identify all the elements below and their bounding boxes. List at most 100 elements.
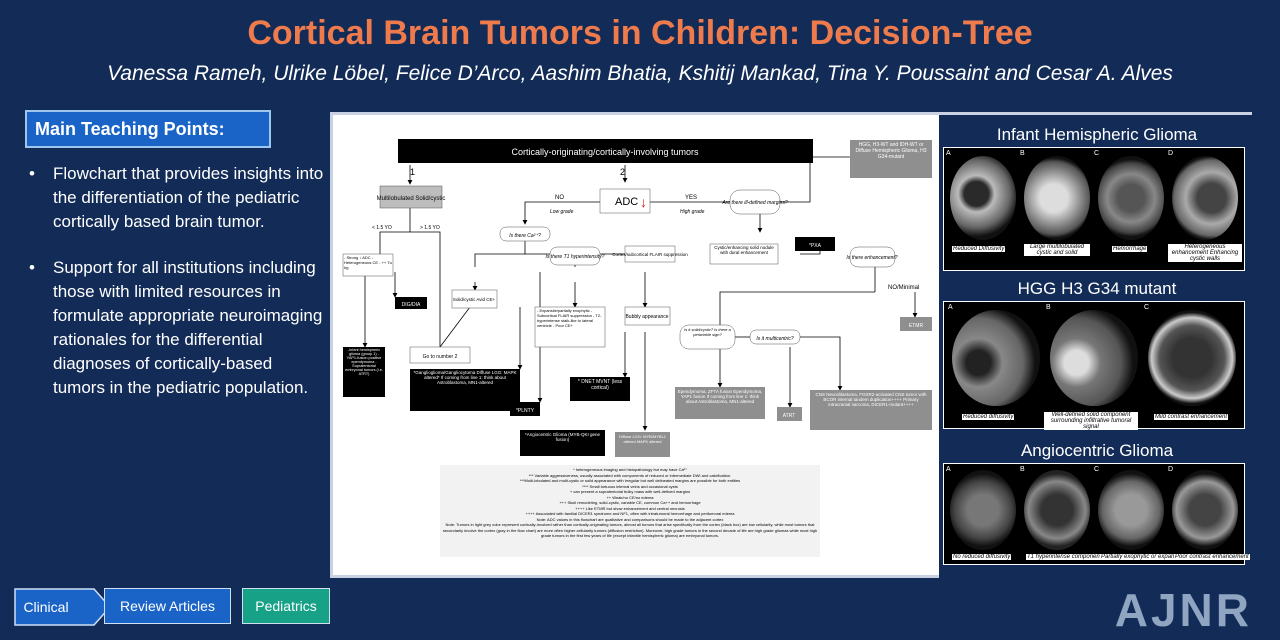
flow-pxa: *PXA xyxy=(809,243,822,249)
image-caption: No reduced diffusivity xyxy=(952,554,1012,560)
flow-no-minimal: NO/Minimal xyxy=(888,285,919,291)
scan-image xyxy=(1098,156,1164,240)
tag-pediatrics[interactable]: Pediatrics xyxy=(242,588,330,624)
scan-image xyxy=(1024,470,1090,550)
panel-letter: A xyxy=(946,150,951,157)
flow-top: Cortically-originating/cortically-involv… xyxy=(511,147,699,157)
flowchart: Cortically-originating/cortically-involv… xyxy=(340,132,937,562)
footnote: ^ heterogeneous imaging and histopatholo… xyxy=(572,467,688,472)
figure-panel: Cortically-originating/cortically-involv… xyxy=(330,112,1255,581)
flow-ganglio: *Ganglioglioma/Gangliocytoma Diffuse LGG… xyxy=(413,370,517,385)
flow-bubbly: Bubbly appearance xyxy=(625,314,668,320)
flow-cortex: Cortex/subcortical FLAIR suppression xyxy=(612,252,688,257)
hgg-strip: A B C Reduced diffusivity Well-defined s… xyxy=(943,301,1245,430)
footnote: +++ Skull remodeling, solid-cystic, vari… xyxy=(559,500,701,505)
image-caption: Hemorrhage xyxy=(1112,246,1148,252)
scan-image xyxy=(1024,156,1090,240)
flow-ependymoma: Ependymoma, ZFTA fusion Ependymoma, YAP1… xyxy=(677,389,763,404)
infant-strip: A B C D Reduced Diffusivity Large multil… xyxy=(943,147,1245,271)
infant-title: Infant Hemispheric Glioma xyxy=(996,125,1198,144)
flow-atrt: ATRT xyxy=(783,413,796,419)
panel-letter: D xyxy=(1168,466,1174,473)
flow-yes: YES xyxy=(685,195,697,201)
flow-low-grade: Low grade xyxy=(550,209,574,215)
image-caption: Heterogeneous enhancement Enhancing cyst… xyxy=(1168,244,1242,262)
scan-image xyxy=(1050,310,1138,406)
flow-hgg-box: HGG, H3-WT and IDH-WT or Diffuse Hemisph… xyxy=(855,142,927,160)
flow-dig-dia: DIG/DIA xyxy=(402,302,421,308)
flow-multilobulated: Multilobulated Solid/cystic xyxy=(377,196,446,202)
flow-dnet: * DNET MVNT (less cortical) xyxy=(577,379,623,391)
flow-expansile: - Expansile/partially exophytic - Subcor… xyxy=(537,308,602,328)
panel-letter: C xyxy=(1094,466,1100,473)
tag-clinical-shape xyxy=(14,588,112,626)
image-caption: Large multilobulated cystic and solid xyxy=(1024,244,1090,256)
flow-plnty: *PLNTY xyxy=(516,408,535,414)
scan-image xyxy=(1148,310,1236,406)
flow-gt15: > 1.5 YO xyxy=(420,225,440,231)
footnote: ++++ Like ETMR but show enhancement and … xyxy=(575,505,685,511)
panel-letter: B xyxy=(1020,466,1025,473)
hgg-title: HGG H3 G34 mutant xyxy=(1017,279,1177,298)
scan-image xyxy=(1098,470,1164,550)
footnote: **** Small tortuous internal veins and o… xyxy=(582,483,678,489)
teaching-points-heading: Main Teaching Points: xyxy=(25,110,271,148)
panel-letter: B xyxy=(1020,150,1025,157)
flow-etmr: ETMR xyxy=(909,323,924,329)
flow-high-grade: High grade xyxy=(680,209,705,215)
page-title: Cortical Brain Tumors in Children: Decis… xyxy=(247,14,1033,52)
image-caption: Well-defined solid component surrounding… xyxy=(1044,412,1138,430)
down-arrow-icon: ↓ xyxy=(640,194,647,210)
flow-ill-defined: Are there ill-defined margins? xyxy=(721,200,788,206)
scan-image xyxy=(1172,470,1238,550)
flow-ca: Is there Ca²⁺? xyxy=(509,233,541,239)
teaching-points-list: Flowchart that provides insights into th… xyxy=(25,162,325,422)
footnote: ***Multi-lobulated and multi-cystic or s… xyxy=(519,478,741,483)
image-column: Infant Hemispheric Glioma A B C D Reduce… xyxy=(939,115,1255,581)
panel-letter: A xyxy=(946,466,951,473)
image-caption: T1 hyperintense components xyxy=(1026,554,1106,560)
flow-no: NO xyxy=(555,195,564,201)
footnote: Note: ADC values in this flowchart are q… xyxy=(536,516,724,522)
angio-strip: A B C D No reduced diffusivity T1 hyperi… xyxy=(943,463,1250,565)
tag-review-articles[interactable]: Review Articles xyxy=(104,588,231,624)
footnote: + can present a supratentorial bulky mas… xyxy=(569,489,691,494)
flow-branch-1: 1 xyxy=(410,167,415,177)
flow-multicentric: Is it multicentric? xyxy=(756,336,793,342)
panel-letter: D xyxy=(1168,150,1174,157)
image-caption: Reduced diffusivity xyxy=(962,414,1015,420)
image-caption: Partially exophytic or expansile xyxy=(1100,554,1185,560)
flow-infant-glioma: -Infant hemispheric glioma (group 1) - Y… xyxy=(345,348,383,376)
flow-solid-cystic: Solid/cystic Avid CE+ xyxy=(453,297,496,302)
teaching-point: Support for all institutions including t… xyxy=(25,256,325,400)
footnote: Note: Tumors in light grey color represe… xyxy=(442,522,818,538)
image-caption: Mild contrast enhancement xyxy=(1154,414,1229,420)
flow-branch-2: 2 xyxy=(620,167,625,177)
flow-enhancement: Is there enhancement? xyxy=(846,255,897,261)
image-caption: Poor contrast enhancement xyxy=(1174,554,1250,560)
scan-image xyxy=(950,156,1016,240)
angio-title: Angiocentric Glioma xyxy=(1020,441,1174,460)
tag-clinical[interactable]: Clinical xyxy=(23,599,69,615)
panel-letter: C xyxy=(1094,150,1100,157)
flow-diffuse-lgg: Diffuse LGG: MYB/MYBL1 altered MAPK alte… xyxy=(618,434,667,444)
teaching-point: Flowchart that provides insights into th… xyxy=(25,162,325,234)
flow-strong: - Strong ↓ ADC - Heterogeneous CE - ++ T… xyxy=(344,255,392,270)
flow-lt15: < 1.5 YO xyxy=(372,225,392,231)
flow-goto: Go to number 2 xyxy=(423,354,458,360)
ajnr-logo: AJNR xyxy=(1114,584,1252,636)
panel-letter: B xyxy=(1046,304,1051,311)
footnote: *** Variable aggressiveness, usually ass… xyxy=(528,472,732,478)
flow-cystic-nodule: Cystic/enhancing solid nodule with dural… xyxy=(714,245,774,255)
scan-image xyxy=(952,310,1040,406)
flow-adc: ADC xyxy=(615,196,638,208)
image-caption: Reduced Diffusivity xyxy=(952,246,1006,252)
authors-line: Vanessa Rameh, Ulrike Löbel, Felice D’Ar… xyxy=(107,62,1173,85)
footnote: ++ Weak/no CE/no edema xyxy=(606,494,654,500)
scan-image xyxy=(1172,156,1238,240)
flowchart-svg: Cortically-originating/cortically-involv… xyxy=(342,139,932,557)
flow-t1: Is there T1 hyperintensity? xyxy=(546,254,605,260)
panel-letter: C xyxy=(1144,304,1150,311)
panel-letter: A xyxy=(948,304,953,311)
footnote: ++++ Associated with familial DICER1 syn… xyxy=(525,511,735,516)
